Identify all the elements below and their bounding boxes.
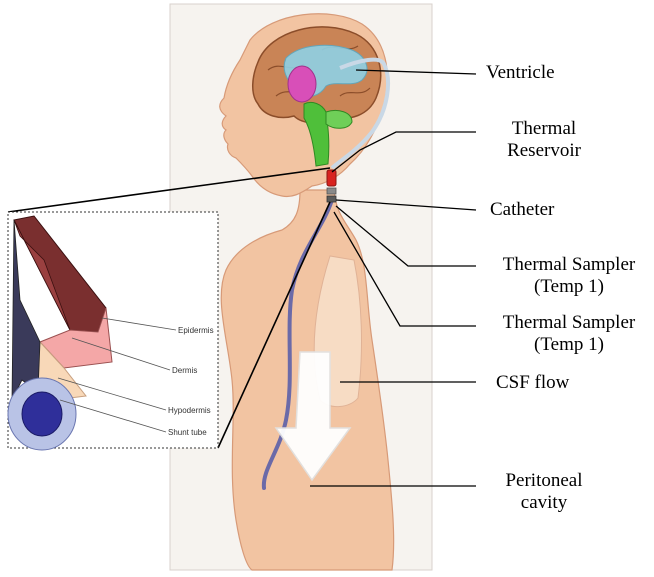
thermal-reservoir xyxy=(327,170,336,186)
inset-label-epidermis: Epidermis xyxy=(178,326,214,335)
label-thermal-sampler-1-line1: Thermal Sampler xyxy=(484,254,654,276)
label-thermal-sampler-1-line2: (Temp 1) xyxy=(484,276,654,298)
label-thermal-sampler-2-line1: Thermal Sampler xyxy=(484,312,654,334)
label-peritoneal-line2: cavity xyxy=(488,492,600,514)
inset-label-shunt-tube: Shunt tube xyxy=(168,428,207,437)
label-thermal-reservoir: Thermal Reservoir xyxy=(486,118,602,162)
label-thermal-reservoir-line1: Thermal xyxy=(486,118,602,140)
thermal-sampler-1 xyxy=(327,196,336,202)
label-thermal-sampler-2-line2: (Temp 1) xyxy=(484,334,654,356)
catheter-segment xyxy=(327,188,336,194)
thalamus xyxy=(288,66,316,102)
label-peritoneal-line1: Peritoneal xyxy=(488,470,600,492)
label-thermal-sampler-1: Thermal Sampler (Temp 1) xyxy=(484,254,654,298)
label-ventricle: Ventricle xyxy=(486,62,555,84)
inset-label-dermis: Dermis xyxy=(172,366,197,375)
label-thermal-reservoir-line2: Reservoir xyxy=(486,140,602,162)
label-thermal-sampler-2: Thermal Sampler (Temp 1) xyxy=(484,312,654,356)
label-peritoneal-cavity: Peritoneal cavity xyxy=(488,470,600,514)
label-csf-flow: CSF flow xyxy=(496,372,569,394)
shunt-tube-lumen xyxy=(22,392,62,436)
label-catheter: Catheter xyxy=(490,199,554,221)
inset-label-hypodermis: Hypodermis xyxy=(168,406,211,415)
